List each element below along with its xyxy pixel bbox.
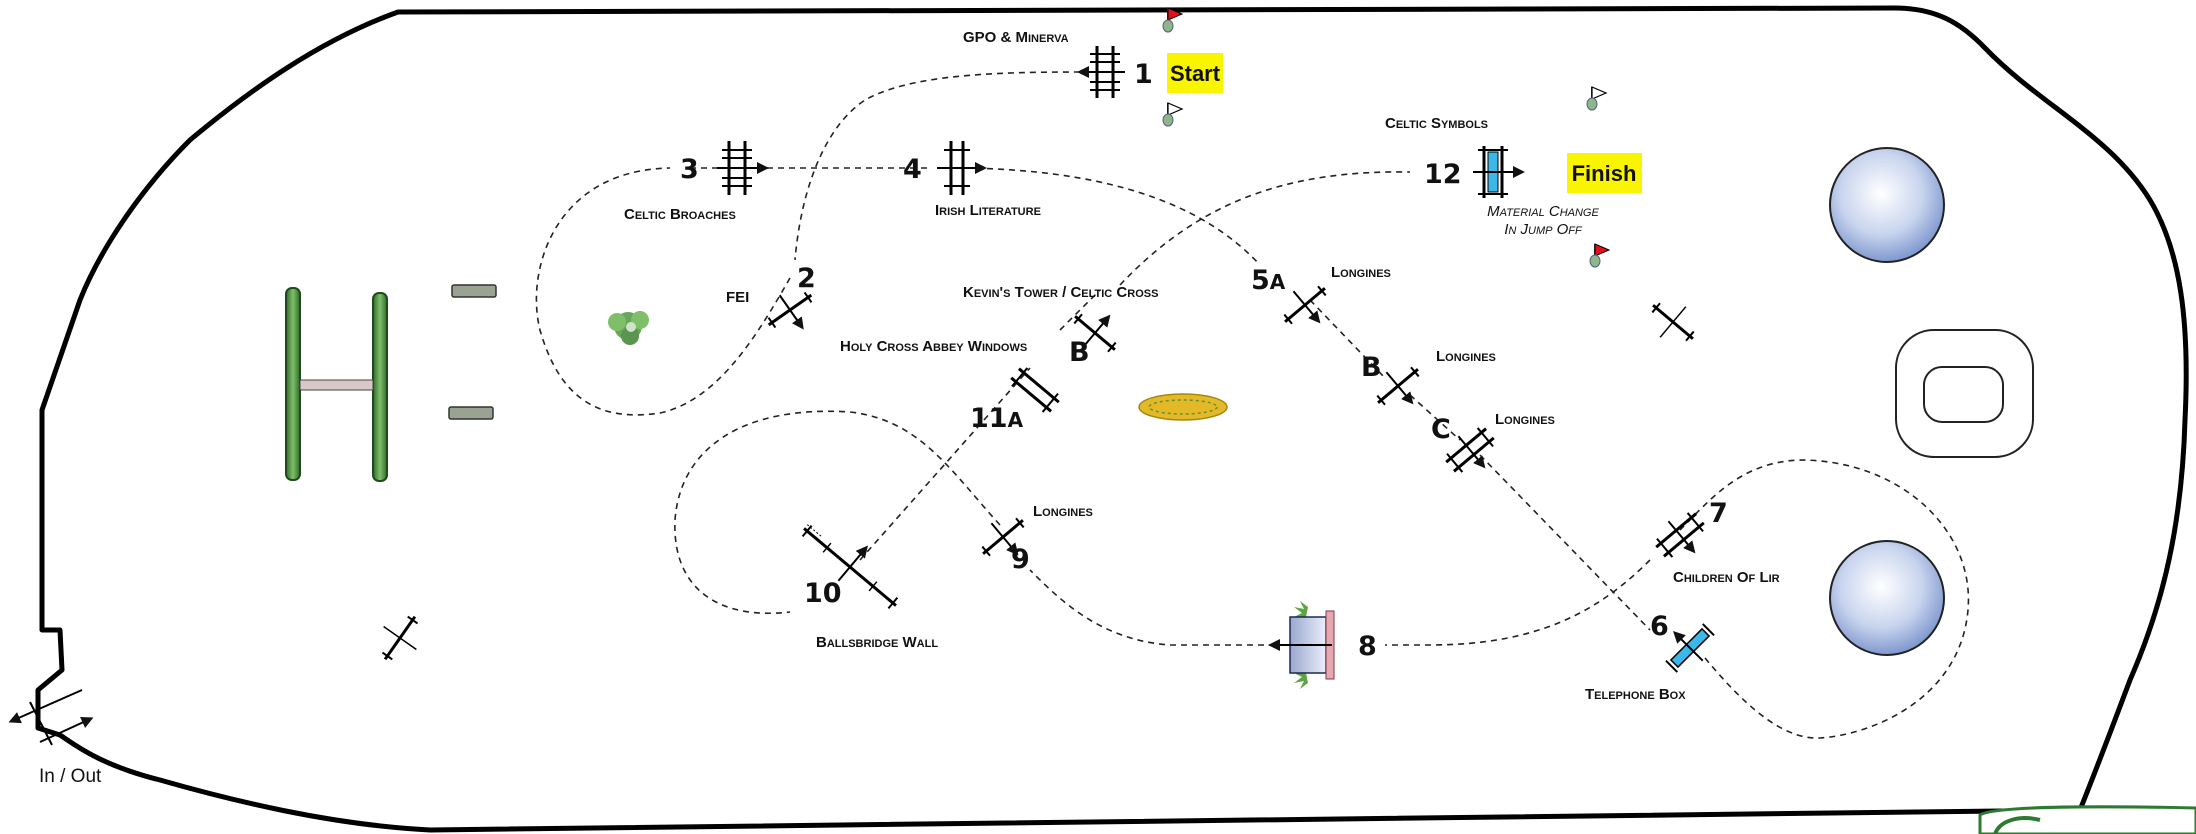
fence-number-5b: B bbox=[1361, 352, 1382, 383]
fence-number-2: 2 bbox=[797, 263, 816, 294]
fence-label-12: Celtic Symbols bbox=[1385, 115, 1488, 132]
flower-bed bbox=[1138, 393, 1228, 421]
fence-6-obstacle bbox=[1665, 623, 1715, 673]
judges-box-inner bbox=[1923, 366, 2004, 423]
fence-12-obstacle bbox=[1473, 146, 1525, 198]
fence-number-7: 7 bbox=[1709, 498, 1728, 529]
fence-label-11a: Holy Cross Abbey Windows bbox=[840, 338, 1027, 355]
fence-label-3: Celtic Broaches bbox=[624, 206, 736, 223]
fence-number-6: 6 bbox=[1650, 611, 1669, 642]
jump-off-note-line2: In Jump Off bbox=[1504, 221, 1583, 238]
fence-label-7: Children Of Lir bbox=[1673, 569, 1780, 586]
pond-bottom bbox=[1829, 540, 1945, 656]
fence-11b-obstacle bbox=[1073, 313, 1117, 353]
bush-decoration bbox=[608, 311, 649, 345]
start-marker-label: Start bbox=[1170, 61, 1221, 86]
fence-label-10: Ballsbridge Wall bbox=[816, 634, 938, 651]
fence-7-obstacle bbox=[1655, 512, 1705, 558]
arena-boundary bbox=[35, 5, 2189, 833]
fence-number-10: 10 bbox=[804, 578, 842, 609]
fence-number-5: 5A bbox=[1251, 265, 1286, 296]
spare-fence-left bbox=[381, 615, 419, 661]
fence-label-11b: Kevin's Tower / Celtic Cross bbox=[963, 284, 1158, 301]
fence-9-obstacle bbox=[981, 517, 1025, 557]
spare-fence-right bbox=[1651, 302, 1695, 342]
course-route bbox=[535, 71, 1970, 739]
finish-marker-box bbox=[1567, 153, 1642, 193]
start-marker-box bbox=[1167, 53, 1223, 93]
finish-flag-white bbox=[1586, 86, 1608, 111]
hedge-decoration bbox=[285, 287, 388, 482]
jump-off-note-line1: Material Change bbox=[1487, 203, 1599, 220]
fence-4-obstacle bbox=[937, 141, 987, 195]
start-flag-red bbox=[1162, 7, 1184, 33]
fence-label-4: Irish Literature bbox=[935, 202, 1041, 219]
fence-number-12: 12 bbox=[1424, 159, 1462, 190]
fence-2-obstacle bbox=[767, 291, 813, 330]
fence-3-obstacle bbox=[717, 141, 769, 195]
fence-1-obstacle bbox=[1077, 46, 1125, 98]
entrance-label: In / Out bbox=[39, 766, 102, 787]
fence-number-4: 4 bbox=[903, 154, 922, 185]
bench-top bbox=[451, 284, 497, 298]
fence-number-11b: B bbox=[1069, 337, 1090, 368]
fence-label-5c: Longines bbox=[1495, 411, 1555, 428]
pond-top bbox=[1829, 147, 1945, 263]
finish-marker-label: Finish bbox=[1572, 161, 1637, 186]
fence-label-9: Longines bbox=[1033, 503, 1093, 520]
fence-number-11: 11A bbox=[970, 403, 1024, 434]
sponsor-logo-corner bbox=[1978, 805, 2196, 834]
fence-5c-obstacle bbox=[1445, 427, 1495, 473]
fence-11a-obstacle bbox=[1010, 367, 1060, 413]
finish-flag-red bbox=[1589, 243, 1611, 268]
fence-number-3: 3 bbox=[680, 154, 699, 185]
fence-number-9: 9 bbox=[1011, 544, 1030, 575]
fence-5a-obstacle bbox=[1283, 285, 1327, 325]
fence-number-8: 8 bbox=[1358, 631, 1377, 662]
fence-5b-obstacle bbox=[1376, 366, 1420, 406]
fence-label-5a: Longines bbox=[1331, 264, 1391, 281]
entrance-gate-arrows bbox=[8, 689, 94, 746]
fence-10-obstacle bbox=[801, 524, 899, 610]
bench-bottom bbox=[448, 406, 494, 420]
fence-8-obstacle bbox=[1268, 601, 1335, 689]
fence-label-6: Telephone Box bbox=[1585, 686, 1686, 703]
fence-label-2: FEI bbox=[726, 289, 749, 306]
flower-bed-pattern bbox=[1148, 399, 1218, 415]
start-flag-white bbox=[1162, 102, 1184, 127]
fence-label-1: GPO & Minerva bbox=[963, 29, 1069, 46]
fence-number-5c: C bbox=[1431, 414, 1451, 445]
fence-number-1: 1 bbox=[1134, 59, 1153, 90]
fence-label-5b: Longines bbox=[1436, 348, 1496, 365]
